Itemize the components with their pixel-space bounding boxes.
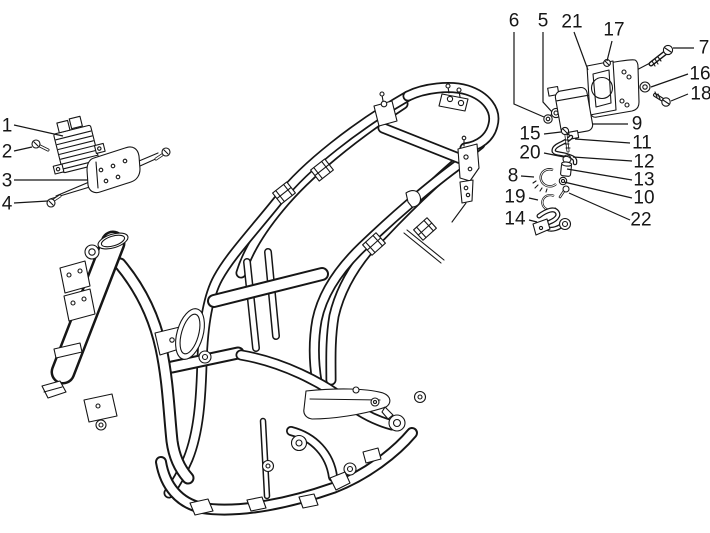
- callout-label-22: 22: [630, 210, 651, 231]
- ignition-coil: [547, 85, 594, 140]
- mounting-plate: [86, 146, 141, 194]
- regulator-part-drawing: [31, 115, 171, 208]
- ht-lead-wire: [551, 134, 578, 166]
- callout-label-11: 11: [632, 133, 652, 154]
- callout-label-19: 19: [504, 187, 525, 208]
- callout-1: 1: [2, 116, 64, 137]
- callout-label-7: 7: [699, 38, 710, 59]
- leader-line-19: [528, 197, 539, 201]
- frame-drawing: [41, 84, 494, 515]
- head-tube-top: [97, 232, 129, 250]
- callout-label-6: 6: [509, 11, 520, 32]
- callout-label-12: 12: [633, 152, 654, 173]
- screw-2: [31, 139, 50, 152]
- elbow-13: [560, 161, 573, 177]
- leader-line-20: [543, 152, 565, 158]
- leader-line-4: [13, 200, 49, 204]
- callout-2: 2: [2, 142, 33, 163]
- callout-label-14: 14: [504, 209, 526, 230]
- leader-line-13: [566, 168, 633, 181]
- leader-line-18: [670, 93, 689, 102]
- callout-label-21: 21: [561, 12, 582, 33]
- callout-18: 18: [670, 84, 710, 105]
- mount-bracket: [586, 59, 640, 118]
- leader-line-14: [528, 219, 538, 223]
- screw-18: [653, 91, 671, 107]
- callout-12: 12: [572, 152, 655, 173]
- leader-line-5: [542, 32, 553, 113]
- callout-17: 17: [603, 20, 625, 62]
- callout-16: 16: [650, 64, 710, 88]
- callout-label-17: 17: [603, 20, 624, 41]
- callout-15: 15: [519, 124, 562, 145]
- leader-line-22: [568, 192, 631, 221]
- clamp-8: [532, 168, 557, 193]
- regulator-body: [52, 115, 106, 175]
- callout-label-16: 16: [689, 64, 710, 85]
- leader-line-12: [572, 156, 633, 162]
- coil-bracket-assembly: [532, 44, 674, 236]
- callout-label-8: 8: [508, 166, 519, 187]
- clamp-14: [532, 207, 572, 236]
- leader-line-8: [520, 175, 535, 178]
- callout-6: 6: [509, 11, 545, 118]
- callout-label-2: 2: [2, 142, 13, 163]
- callout-label-15: 15: [519, 124, 540, 145]
- leader-line-11: [574, 138, 631, 144]
- screw-4: [46, 194, 62, 208]
- callout-label-3: 3: [2, 171, 13, 192]
- callout-21: 21: [561, 12, 589, 71]
- leader-line-16: [650, 73, 689, 88]
- callout-label-13: 13: [633, 170, 654, 191]
- screw-right: [154, 147, 171, 161]
- callout-20: 20: [519, 143, 565, 164]
- callout-label-5: 5: [538, 11, 549, 32]
- leader-line-2: [13, 146, 33, 152]
- callout-5: 5: [538, 11, 553, 113]
- leader-line-17: [606, 40, 613, 62]
- leader-line-21: [573, 31, 589, 71]
- callout-label-10: 10: [633, 188, 654, 209]
- callout-label-4: 4: [2, 194, 13, 215]
- leader-line-1: [13, 124, 64, 137]
- leader-line-10: [563, 181, 633, 199]
- leader-line-15: [543, 131, 562, 135]
- callout-19: 19: [504, 187, 539, 208]
- washer-16: [639, 81, 651, 93]
- callout-9: 9: [592, 114, 642, 135]
- callout-label-9: 9: [632, 114, 643, 135]
- swingarm-bracket: [303, 386, 394, 420]
- nut-10: [558, 176, 568, 186]
- callout-11: 11: [574, 133, 652, 154]
- cable-clip: [413, 217, 437, 241]
- callout-3: 3: [2, 171, 88, 192]
- callout-22: 22: [568, 192, 652, 231]
- callout-10: 10: [563, 181, 655, 209]
- callout-label-18: 18: [690, 84, 710, 105]
- screw-22: [558, 185, 570, 199]
- screw-15: [560, 126, 571, 153]
- callout-7: 7: [673, 38, 709, 59]
- callout-label-20: 20: [519, 143, 540, 164]
- callout-label-1: 1: [2, 116, 13, 137]
- callout-8: 8: [508, 166, 535, 187]
- callout-14: 14: [504, 209, 538, 230]
- callout-13: 13: [566, 168, 655, 191]
- callout-4: 4: [2, 194, 49, 215]
- leader-line-6: [513, 32, 545, 118]
- screw-7: [648, 44, 674, 67]
